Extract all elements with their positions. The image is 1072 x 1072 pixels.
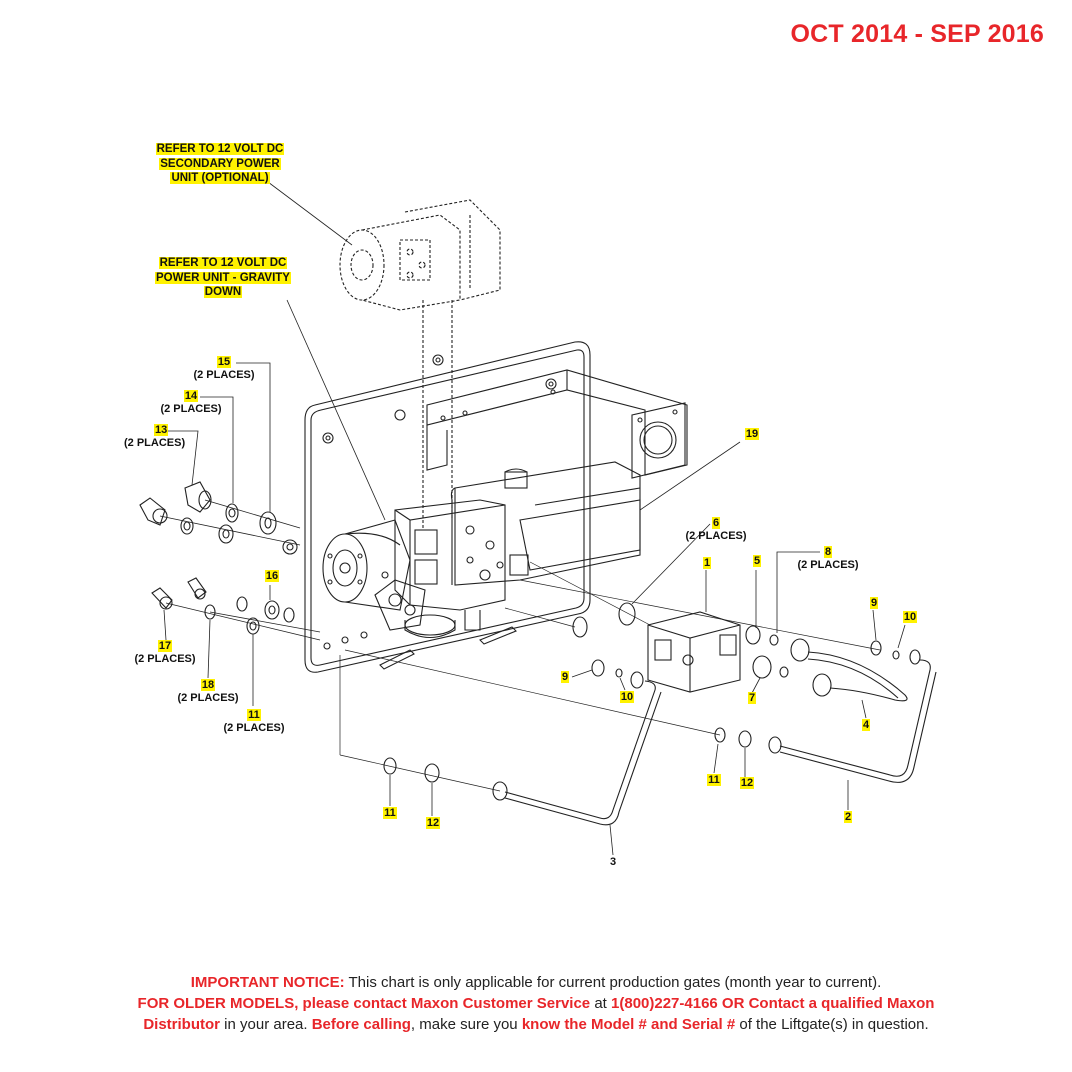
part-label-18: 18(2 PLACES) xyxy=(177,679,239,704)
part-label-9-lower: 9 xyxy=(560,671,570,683)
part-label-17: 17(2 PLACES) xyxy=(134,640,196,665)
secondary-power-unit xyxy=(339,199,501,530)
hose-2 xyxy=(779,659,937,783)
part-label-2: 2 xyxy=(843,811,853,823)
assembly-guide-lines xyxy=(339,561,881,792)
hose-4 xyxy=(807,651,908,702)
part-label-10-upper: 10 xyxy=(902,611,918,623)
mounting-plate xyxy=(282,341,591,673)
part-label-12-mid: 12 xyxy=(739,777,755,789)
part-label-3: 3 xyxy=(609,856,617,868)
part-label-19: 19 xyxy=(744,428,760,440)
part-label-11-left: 11(2 PLACES) xyxy=(223,709,285,734)
part-label-5: 5 xyxy=(752,555,762,567)
part-label-14: 14(2 PLACES) xyxy=(160,390,222,415)
part-label-6: 6(2 PLACES) xyxy=(685,517,747,542)
part-label-15: 15(2 PLACES) xyxy=(193,356,255,381)
reservoir-tank xyxy=(450,461,641,586)
part-label-13: 13(2 PLACES) xyxy=(124,424,186,449)
flow-control-valve xyxy=(647,611,741,693)
reservoir-bracket xyxy=(426,369,688,479)
part-label-9-upper: 9 xyxy=(869,597,879,609)
part-label-11-mid: 11 xyxy=(707,774,721,786)
part-label-10-lower: 10 xyxy=(619,691,635,703)
part-label-12-bottom: 12 xyxy=(425,817,441,829)
date-range-title: OCT 2014 - SEP 2016 xyxy=(790,20,1044,48)
part-label-1: 1 xyxy=(702,557,712,569)
leader-lines xyxy=(163,181,906,856)
right-fittings xyxy=(383,602,921,801)
pump-motor xyxy=(322,519,411,611)
hose-3 xyxy=(504,680,662,826)
part-label-8: 8(2 PLACES) xyxy=(797,546,859,571)
lower-left-fittings xyxy=(151,577,321,641)
upper-left-fittings xyxy=(139,481,301,546)
part-label-4: 4 xyxy=(861,719,871,731)
part-label-11-bottom: 11 xyxy=(383,807,397,819)
important-notice: IMPORTANT NOTICE: This chart is only app… xyxy=(137,974,935,1033)
callout-power-unit-gravity-down: REFER TO 12 VOLT DC POWER UNIT - GRAVITY… xyxy=(155,257,291,298)
valve-block xyxy=(374,499,529,639)
part-label-16: 16 xyxy=(264,570,280,582)
part-label-7: 7 xyxy=(747,692,757,704)
callout-secondary-power-unit: REFER TO 12 VOLT DC SECONDARY POWER UNIT… xyxy=(155,143,285,184)
